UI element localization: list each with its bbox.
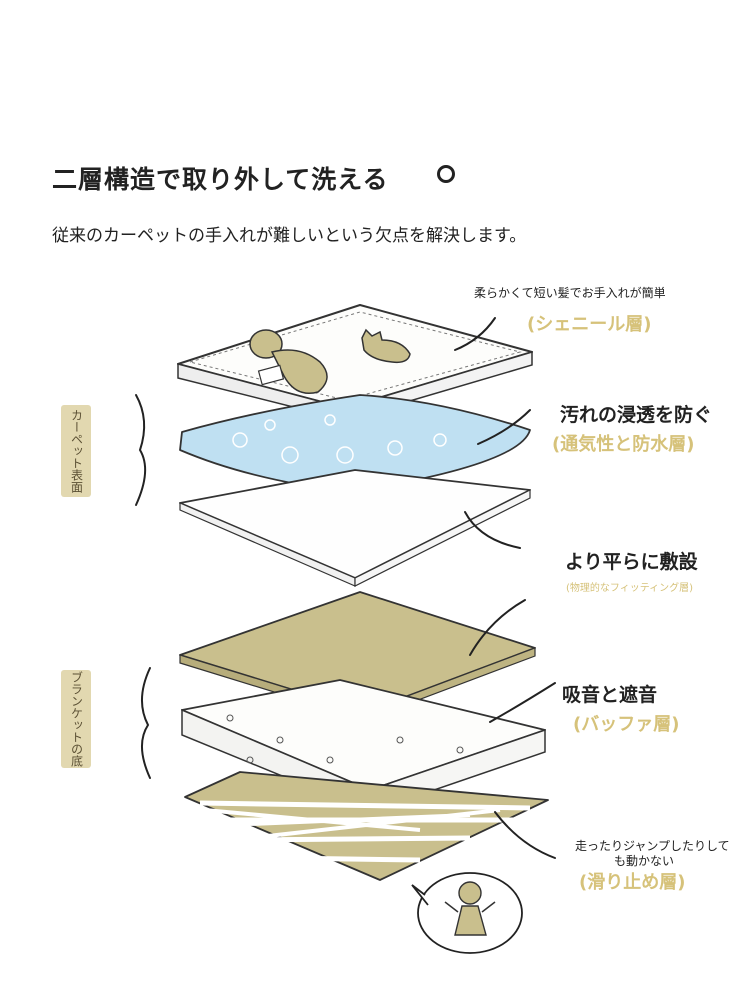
layer-label-antislip-line2: も動かない [614,854,675,868]
fitting-layer [179,469,531,587]
layer-sublabel-waterproof: (通気性と防水層) [552,434,695,455]
circle-icon [437,165,455,183]
layer-sublabel-buffer: (バッファ層) [573,714,680,735]
anti-slip-layer [184,771,549,881]
layer-label-chenille: 柔らかくて短い髪でお手入れが簡単 [474,286,666,300]
girl-figure [249,329,328,394]
pointer-lines [135,317,556,859]
side-tag-carpet-surface: カーペット表面 [61,405,91,497]
side-tag-blanket-bottom: ブランケットの底 [61,670,91,768]
layer-label-antislip-line1: 走ったりジャンプしたりして [575,839,730,853]
waterproof-layer [179,394,531,493]
layer-label-buffer: 吸音と遮音 [562,684,658,706]
layer-label-fitting: より平らに敷設 [565,551,698,573]
layer-sublabel-antislip: (滑り止め層) [579,872,686,893]
layer-sublabel-chenille: (シェニール層) [527,314,652,335]
layer-sublabel-fitting: (物理的なフィッティング層) [566,583,694,594]
cat-figure [361,328,411,364]
page-subtitle: 従来のカーペットの手入れが難しいという欠点を解決します。 [52,226,527,246]
bubble-girl [411,872,523,954]
layer-label-waterproof: 汚れの浸透を防ぐ [560,404,713,426]
page-title: 二層構造で取り外して洗える [52,165,389,194]
